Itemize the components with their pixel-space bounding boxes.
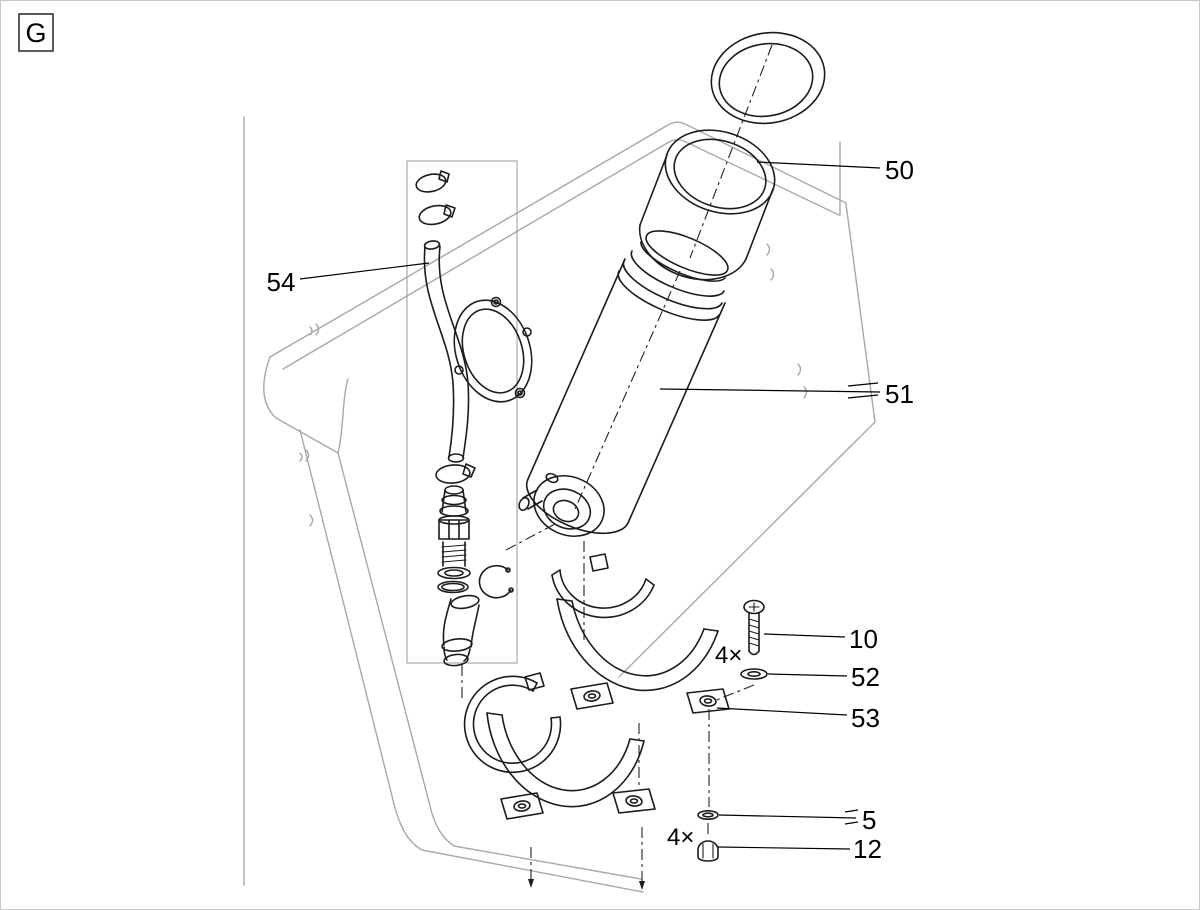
leader-12 bbox=[717, 846, 851, 850]
uvc-cylinder-part-51 bbox=[518, 230, 729, 537]
cap-nut-part-12 bbox=[697, 840, 719, 862]
callout-54-label: 54 bbox=[267, 267, 296, 297]
leader-5 bbox=[718, 814, 857, 819]
callout-5-label: 5 bbox=[862, 805, 876, 835]
washer-part-5 bbox=[697, 809, 719, 820]
clamp-shell-lower-part-53 bbox=[486, 712, 656, 820]
clamp-shell-upper-part-53 bbox=[556, 598, 730, 714]
hose-assembly-part-54 bbox=[415, 170, 514, 667]
hose-clamp-icon bbox=[415, 173, 447, 193]
callout-10-multiplier: 4× bbox=[715, 642, 742, 669]
callout-10-label: 10 bbox=[849, 624, 878, 654]
housing-outline bbox=[243, 116, 876, 893]
view-label-box bbox=[18, 13, 54, 52]
callout-12-multiplier: 4× bbox=[667, 824, 694, 851]
leader-51 bbox=[659, 388, 881, 393]
leader-54 bbox=[299, 262, 430, 280]
callout-53-label: 53 bbox=[851, 703, 880, 733]
leader-50 bbox=[756, 161, 881, 169]
leader-53 bbox=[716, 707, 848, 716]
callout-51-label: 51 bbox=[885, 379, 914, 409]
callout-leader-lines bbox=[299, 161, 881, 850]
insert-arrow-right bbox=[639, 881, 645, 890]
washer-part-52 bbox=[740, 668, 768, 680]
screw-part-10 bbox=[743, 599, 765, 656]
assembly-centerlines bbox=[461, 44, 773, 881]
lid-ring bbox=[710, 31, 826, 125]
clamp-liner-upper bbox=[551, 553, 655, 619]
gasket-ring bbox=[453, 296, 533, 403]
callout-12-label: 12 bbox=[853, 834, 882, 864]
hose-kit-frame bbox=[406, 160, 518, 664]
sleeve-part-50 bbox=[638, 129, 776, 281]
leader-52 bbox=[767, 673, 848, 677]
housing-slot-marks bbox=[299, 243, 808, 527]
callout-52-label: 52 bbox=[851, 662, 880, 692]
leader-10 bbox=[763, 633, 846, 638]
view-label: G bbox=[25, 18, 46, 48]
clamp-liner-lower bbox=[463, 672, 562, 774]
insert-arrow-left bbox=[528, 879, 534, 888]
callout-50-label: 50 bbox=[885, 155, 914, 185]
